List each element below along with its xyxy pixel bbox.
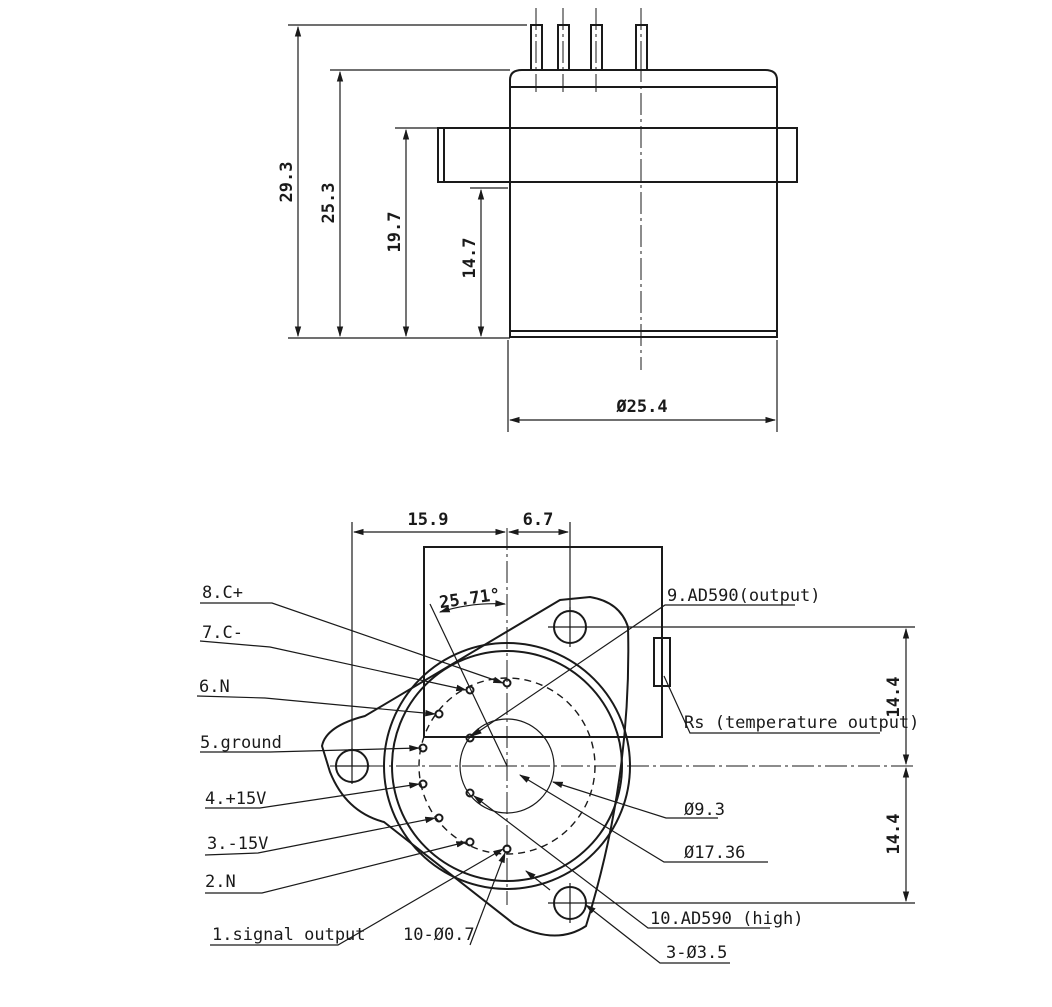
label-inner-circle: Ø9.3 xyxy=(684,800,725,820)
label-pin4: 4.+15V xyxy=(205,789,266,809)
dim-flange-height: 19.7 xyxy=(385,212,405,253)
bottom-view: 15.9 6.7 25.71° 14.4 14.4 xyxy=(196,510,919,964)
flange xyxy=(437,127,798,183)
dim-lower-height: 14.7 xyxy=(460,238,480,279)
label-pin6: 6.N xyxy=(199,677,230,697)
label-pin5: 5.ground xyxy=(200,733,282,753)
bottom-dimensions: 15.9 6.7 25.71° 14.4 14.4 xyxy=(351,510,910,903)
dim-diameter: Ø25.4 xyxy=(615,397,667,417)
top-pins xyxy=(530,8,648,92)
side-view: 29.3 25.3 19.7 14.7 Ø25.4 xyxy=(277,8,798,432)
label-pin8: 8.C+ xyxy=(202,583,243,603)
dim-offset-left: 15.9 xyxy=(408,510,449,530)
can-body xyxy=(509,69,778,338)
leader-lines xyxy=(196,602,880,964)
pin-label-group: 8.C+ 7.C- 6.N 5.ground 4.+15V 3.-15V 2.N… xyxy=(199,583,821,945)
dim-offset-right: 6.7 xyxy=(523,510,554,530)
label-pin-holes: 10-Ø0.7 xyxy=(403,925,475,945)
dim-upper-half: 14.4 xyxy=(884,677,904,718)
label-rs: Rs (temperature output) xyxy=(684,713,919,733)
triangular-flange xyxy=(320,595,630,937)
resistor-rs xyxy=(653,637,671,687)
label-pin9: 9.AD590(output) xyxy=(667,586,821,606)
dim-lower-half: 14.4 xyxy=(884,814,904,855)
callout-group: Rs (temperature output) Ø9.3 Ø17.36 10-Ø… xyxy=(403,713,919,963)
label-pin2: 2.N xyxy=(205,872,236,892)
label-mount-holes: 3-Ø3.5 xyxy=(666,943,727,963)
side-dimensions: 29.3 25.3 19.7 14.7 Ø25.4 xyxy=(277,24,778,432)
dim-angle: 25.71° xyxy=(438,585,502,613)
dim-total-height: 29.3 xyxy=(277,162,297,203)
label-pin-circle: Ø17.36 xyxy=(684,843,745,863)
board-outline xyxy=(423,546,663,738)
label-pin3: 3.-15V xyxy=(207,834,268,854)
label-pin7: 7.C- xyxy=(202,623,243,643)
label-pin10: 10.AD590 (high) xyxy=(650,909,804,929)
dim-body-height: 25.3 xyxy=(319,183,339,224)
label-pin1: 1.signal output xyxy=(212,925,366,945)
